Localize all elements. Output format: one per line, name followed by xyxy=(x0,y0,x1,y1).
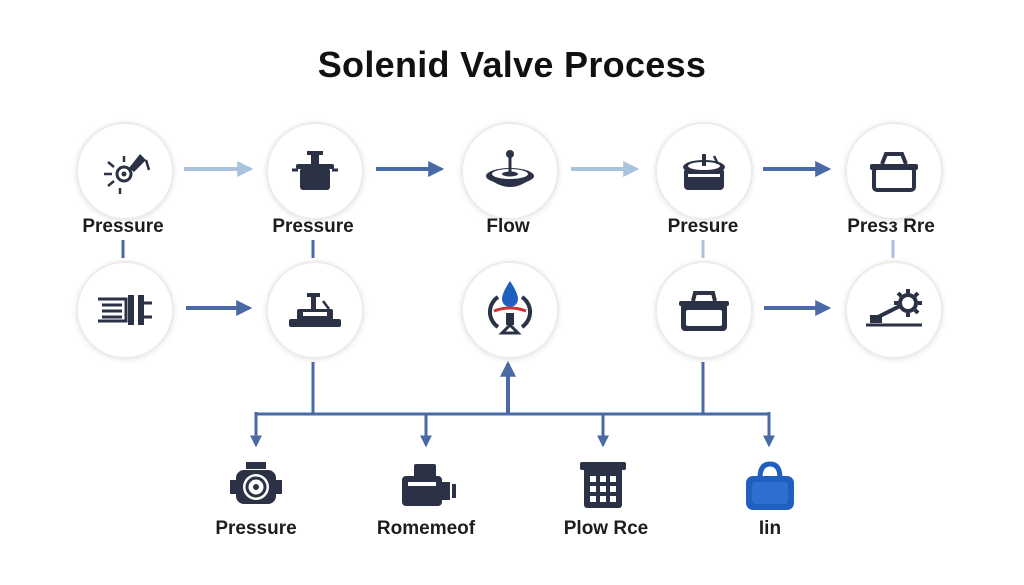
motor-icon xyxy=(398,460,460,510)
calculator-icon xyxy=(576,458,630,512)
node-r2-2 xyxy=(266,261,364,359)
diagram-title: Solenid Valve Process xyxy=(317,44,707,85)
flow-valve-icon xyxy=(479,142,541,200)
node-r1-2 xyxy=(266,122,364,220)
pressure-gauge-icon xyxy=(96,142,154,200)
node-r1-2-label: Pressure xyxy=(272,216,354,237)
actuator-gear-icon xyxy=(860,285,928,335)
node-r2-5 xyxy=(845,261,943,359)
node-r2-4 xyxy=(655,261,753,359)
pressure-vessel-icon xyxy=(286,142,344,200)
node-r1-3-label: Flow xyxy=(486,216,530,237)
node-r2-1 xyxy=(76,261,174,359)
node-r1-1-label: Pressure xyxy=(82,216,164,237)
node-r1-5 xyxy=(845,122,943,220)
pump-icon xyxy=(228,458,286,510)
toolbox-icon xyxy=(673,283,735,337)
node-r1-1 xyxy=(76,122,174,220)
node-r3-4-label: Iin xyxy=(758,518,782,539)
coil-plug-icon xyxy=(92,285,158,335)
node-r3-2-label: Romemeof xyxy=(376,518,476,539)
node-r1-4-label: Presure xyxy=(667,216,739,237)
valve-body-icon xyxy=(283,285,347,335)
node-r3-1-label: Pressure xyxy=(215,518,297,539)
node-r1-5-label: Presз Rre xyxy=(847,216,935,237)
node-r1-4 xyxy=(655,122,753,220)
pot-icon xyxy=(674,142,734,200)
node-r1-3 xyxy=(461,122,559,220)
node-r2-3 xyxy=(461,261,559,359)
node-r3-3-label: Plow Rce xyxy=(563,518,649,539)
bag-icon xyxy=(742,458,798,512)
container-icon xyxy=(864,142,924,200)
water-drop-icon xyxy=(478,277,542,343)
